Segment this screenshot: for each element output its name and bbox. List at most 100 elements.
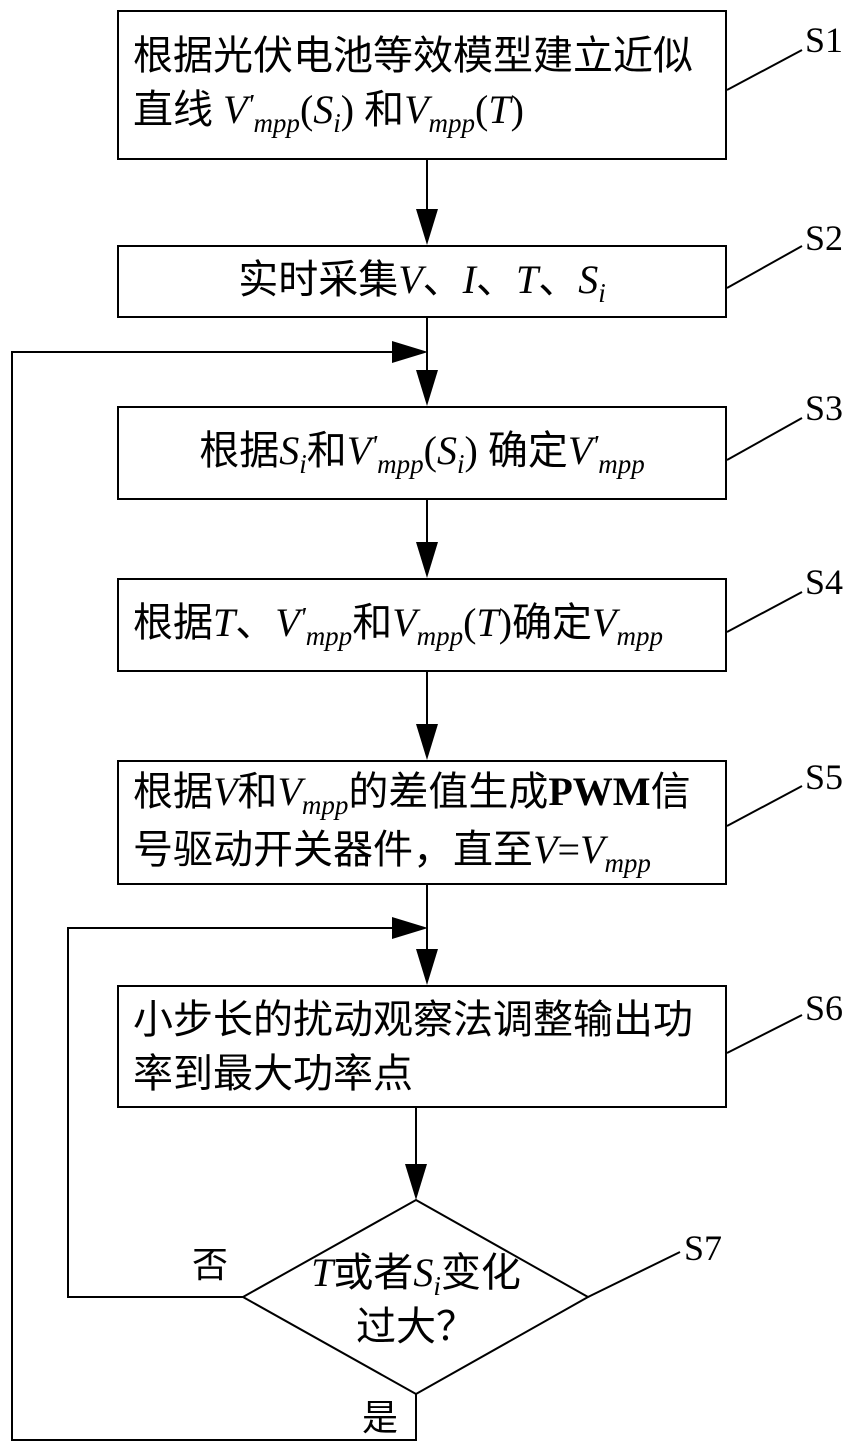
variable-v: V (533, 827, 557, 872)
text-run: 和 (352, 600, 392, 645)
step-box-s5: 根据V和Vmpp的差值生成PWM信 号驱动开关器件，直至V=Vmpp (117, 760, 727, 885)
text-run: 确定 (512, 600, 592, 645)
subscript-mpp: mpp (429, 108, 476, 138)
step-box-s6: 小步长的扰动观察法调整输出功 率到最大功率点 (117, 985, 727, 1108)
subscript-mpp: mpp (253, 108, 300, 138)
step-label-s1: S1 (805, 20, 843, 60)
variable-s: S (437, 428, 457, 473)
branch-label-no: 否 (192, 1245, 228, 1285)
separator: 、 (423, 257, 463, 302)
variable-s: S (279, 428, 299, 473)
text-run: 和 (354, 87, 404, 132)
text-run: 实时采集 (238, 257, 398, 302)
acronym-pwm: PWM (548, 769, 650, 814)
text-run: 率到最大功率点 (133, 1051, 413, 1096)
variable-v: V (392, 600, 416, 645)
subscript-mpp: mpp (306, 621, 353, 651)
text-run: 根据 (133, 769, 213, 814)
prime-mark: ' (300, 603, 306, 634)
subscript-i: i (333, 108, 341, 138)
arrowhead-loop-no (392, 917, 428, 939)
variable-v: V (347, 428, 371, 473)
subscript-mpp: mpp (604, 848, 651, 878)
text-run: 确定 (478, 428, 568, 473)
variable-t: T (311, 1250, 333, 1295)
text-run: 的差值生成 (348, 769, 548, 814)
step-s6-line-2: 率到最大功率点 (133, 1047, 711, 1101)
text-run: 和 (237, 769, 277, 814)
leader-line-s6 (727, 1015, 802, 1053)
subscript-mpp: mpp (377, 449, 424, 479)
subscript-i: i (598, 278, 606, 308)
step-label-s3: S3 (805, 388, 843, 428)
paren-open: ( (300, 87, 313, 132)
arrowhead-into-s4 (416, 542, 438, 578)
step-box-s3: 根据Si和V'mpp(Si) 确定V'mpp (117, 406, 727, 500)
branch-label-yes: 是 (362, 1398, 398, 1438)
variable-s: S (413, 1250, 433, 1295)
variable-i: I (463, 257, 476, 302)
decision-line-2: 过大？ (266, 1302, 566, 1352)
variable-t: T (488, 87, 510, 132)
step-s1-line-2: 直线 V'mpp(Si) 和Vmpp(T) (133, 83, 711, 142)
subscript-i: i (457, 449, 465, 479)
step-box-s4: 根据T、V'mpp和Vmpp(T)确定Vmpp (117, 578, 727, 672)
text-run: 根据光伏电池等效模型建立近似 (133, 33, 693, 78)
step-s6-line-1: 小步长的扰动观察法调整输出功 (133, 993, 711, 1047)
variable-s: S (313, 87, 333, 132)
step-s5-line-1: 根据V和Vmpp的差值生成PWM信 (133, 765, 711, 823)
decision-line-1: T或者Si变化 (266, 1248, 566, 1302)
text-run: 直线 (133, 87, 223, 132)
step-label-s6: S6 (805, 988, 843, 1028)
step-s2-line-1: 实时采集V、I、T、Si (238, 253, 606, 311)
variable-s: S (578, 257, 598, 302)
variable-v: V (213, 769, 237, 814)
arrowhead-into-s2 (416, 209, 438, 245)
text-run: 小步长的扰动观察法调整输出功 (133, 997, 693, 1042)
arrowhead-loop-yes (392, 341, 428, 363)
subscript-i: i (299, 449, 307, 479)
variable-t: T (213, 600, 235, 645)
variable-v: V (568, 428, 592, 473)
paren-close: ) (465, 428, 478, 473)
step-box-s2: 实时采集V、I、T、Si (117, 245, 727, 318)
variable-v: V (277, 769, 301, 814)
leader-line-s4 (727, 592, 802, 632)
leader-line-s3 (727, 418, 802, 460)
paren-open: ( (424, 428, 437, 473)
leader-line-s7 (588, 1252, 680, 1297)
variable-t: T (516, 257, 538, 302)
separator: 、 (476, 257, 516, 302)
step-s4-line-1: 根据T、V'mpp和Vmpp(T)确定Vmpp (133, 596, 711, 655)
text-run: 或者 (333, 1250, 413, 1295)
step-s3-line-1: 根据Si和V'mpp(Si) 确定V'mpp (199, 424, 645, 483)
text-run: 信 (651, 769, 691, 814)
text-run: 根据 (133, 600, 213, 645)
paren-open: ( (463, 600, 476, 645)
arrowhead-into-s5 (416, 724, 438, 760)
leader-line-s1 (727, 50, 802, 90)
equals-sign: = (557, 827, 580, 872)
variable-v: V (404, 87, 428, 132)
step-label-s4: S4 (805, 562, 843, 602)
step-label-s5: S5 (805, 757, 843, 797)
subscript-mpp: mpp (598, 449, 645, 479)
arrowhead-into-s6 (416, 949, 438, 985)
text-run: 根据 (199, 428, 279, 473)
decision-text-s7: T或者Si变化 过大？ (266, 1248, 566, 1352)
step-label-s2: S2 (805, 218, 843, 258)
step-s1-line-1: 根据光伏电池等效模型建立近似 (133, 29, 711, 83)
text-run: 变化 (441, 1250, 521, 1295)
leader-line-s5 (727, 786, 802, 826)
separator: 、 (538, 257, 578, 302)
arrowhead-into-s7 (405, 1164, 427, 1200)
step-label-s7: S7 (684, 1228, 722, 1268)
subscript-mpp: mpp (616, 621, 663, 651)
paren-open: ( (475, 87, 488, 132)
variable-v: V (580, 827, 604, 872)
variable-t: T (476, 600, 498, 645)
variable-v: V (275, 600, 299, 645)
variable-v: V (398, 257, 422, 302)
